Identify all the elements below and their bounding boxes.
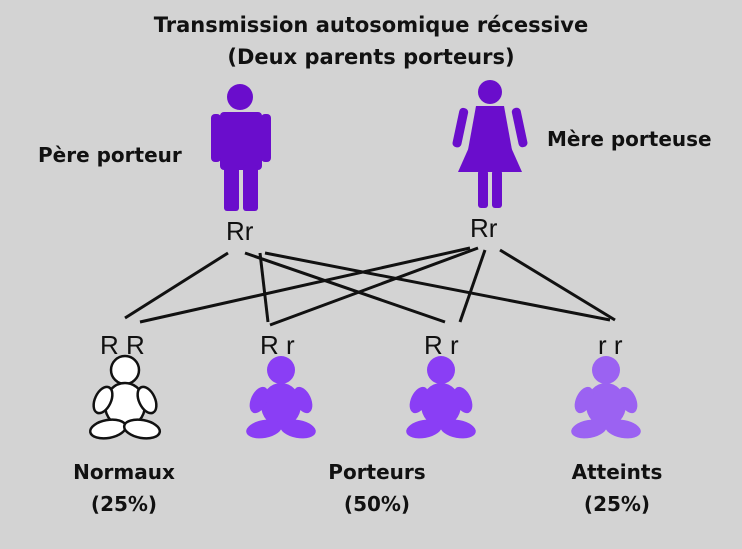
child-genotype-4: r r — [598, 330, 623, 360]
line-mother-child1 — [139, 246, 471, 324]
line-mother-child2 — [269, 246, 479, 327]
group-carrier: Porteurs (50%) — [297, 460, 457, 516]
line-father-child3 — [244, 251, 446, 324]
group-affected: Atteints (25%) — [537, 460, 697, 516]
child-genotype-1: R R — [100, 330, 145, 360]
diagram-title-line1: Transmission autosomique récessive — [153, 13, 589, 37]
baby-icon-normal — [87, 354, 163, 443]
child-genotype-3: R r — [424, 330, 459, 360]
baby-icon-carrier-2 — [404, 356, 478, 441]
baby-icon-carrier-1 — [244, 356, 318, 441]
line-father-child1 — [124, 251, 229, 320]
group-carrier-percent: (50%) — [343, 492, 411, 516]
line-father-child2 — [258, 252, 270, 323]
line-mother-child3 — [458, 249, 487, 323]
female-figure-icon — [452, 80, 528, 208]
line-mother-child4 — [499, 248, 616, 322]
group-normal-percent: (25%) — [90, 492, 158, 516]
group-normal-name: Normaux — [73, 460, 175, 484]
baby-icon-affected — [569, 356, 643, 441]
group-affected-name: Atteints — [571, 460, 663, 484]
mother-label: Mère porteuse — [547, 127, 712, 151]
mother-genotype: Rr — [470, 213, 498, 243]
group-normal: Normaux (25%) — [44, 460, 204, 516]
line-father-child4 — [264, 251, 611, 322]
male-figure-icon — [211, 84, 271, 211]
group-affected-percent: (25%) — [583, 492, 651, 516]
diagram-title-line2: (Deux parents porteurs) — [227, 45, 515, 69]
mother-lines — [139, 246, 616, 327]
child-genotype-2: R r — [260, 330, 295, 360]
father-lines — [124, 251, 611, 324]
group-carrier-name: Porteurs — [328, 460, 426, 484]
father-genotype: Rr — [226, 216, 254, 246]
father-label: Père porteur — [38, 143, 182, 167]
